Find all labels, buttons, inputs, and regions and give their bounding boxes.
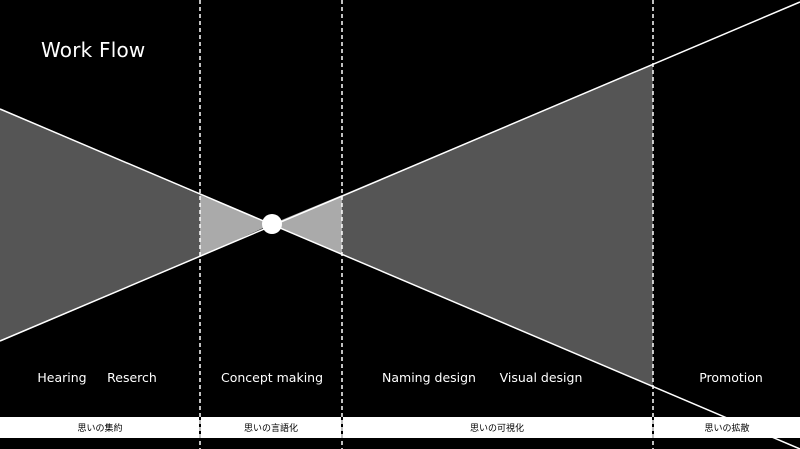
verbalize-funnel-fill — [200, 195, 272, 257]
stage-label-promotion: Promotion — [699, 370, 763, 385]
stage-label-concept-making: Concept making — [220, 370, 324, 385]
gathering-funnel-fill — [0, 109, 200, 341]
phase-band-spreading — [654, 417, 800, 438]
stage-label-hearing: Hearing — [37, 370, 87, 385]
phase-label-visualizing: 思いの可視化 — [469, 424, 525, 434]
phase-label-gathering: 思いの集約 — [77, 424, 123, 434]
focal-point — [262, 214, 282, 234]
stage-label-research: Reserch — [107, 370, 157, 385]
phase-band-gathering — [0, 417, 199, 438]
page-title: Work Flow — [41, 38, 146, 62]
stage-label-visual-design: Visual design — [499, 370, 583, 385]
visualize-funnel-fill-light — [272, 195, 342, 254]
visualize-funnel-fill-dark — [342, 64, 653, 387]
phase-band-visualizing — [343, 417, 652, 438]
diagonal-line-down — [0, 108, 800, 449]
stage-label-naming-design: Naming design — [382, 370, 476, 385]
diagonal-line-up — [0, 1, 800, 342]
phase-label-verbalizing: 思いの言語化 — [243, 424, 299, 434]
phase-label-spreading: 思いの拡散 — [704, 424, 750, 434]
phase-band-verbalizing — [201, 417, 341, 438]
